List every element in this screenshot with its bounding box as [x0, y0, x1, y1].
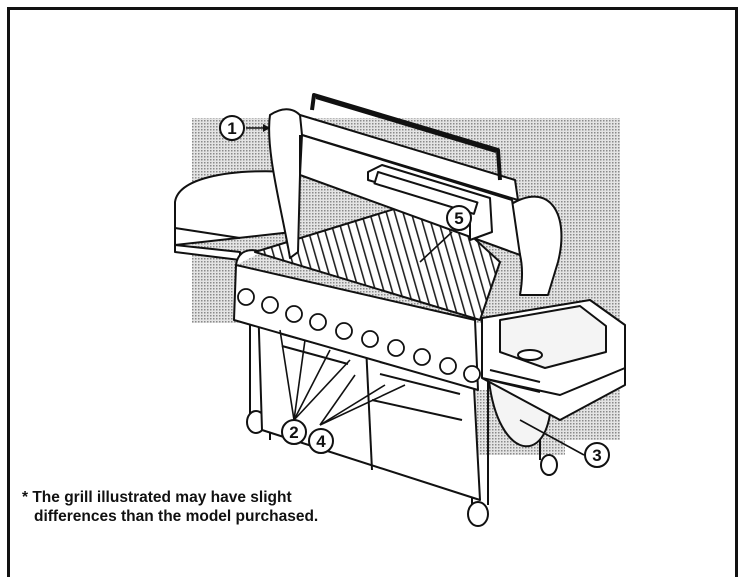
- wheel-rear-right: [540, 454, 558, 476]
- svg-text:3: 3: [592, 446, 601, 465]
- footnote-line-1: * The grill illustrated may have slight: [22, 489, 292, 506]
- svg-text:4: 4: [316, 432, 326, 451]
- callout-5: 5: [446, 205, 472, 231]
- svg-text:1: 1: [227, 119, 236, 138]
- grill-illustration: [174, 93, 626, 527]
- svg-text:2: 2: [289, 423, 298, 442]
- callout-2: 2: [281, 419, 307, 445]
- wheel-front-right: [467, 501, 489, 527]
- control-knobs: [237, 288, 481, 383]
- leader-lines: [246, 124, 585, 456]
- callout-3: 3: [584, 442, 610, 468]
- callout-4: 4: [308, 428, 334, 454]
- callout-1: 1: [219, 115, 245, 141]
- svg-text:5: 5: [454, 209, 463, 228]
- grill-diagram: 1 2 4 3 5: [174, 93, 626, 527]
- footnote: * The grill illustrated may have slight …: [22, 488, 422, 526]
- footnote-line-2: differences than the model purchased.: [34, 508, 319, 525]
